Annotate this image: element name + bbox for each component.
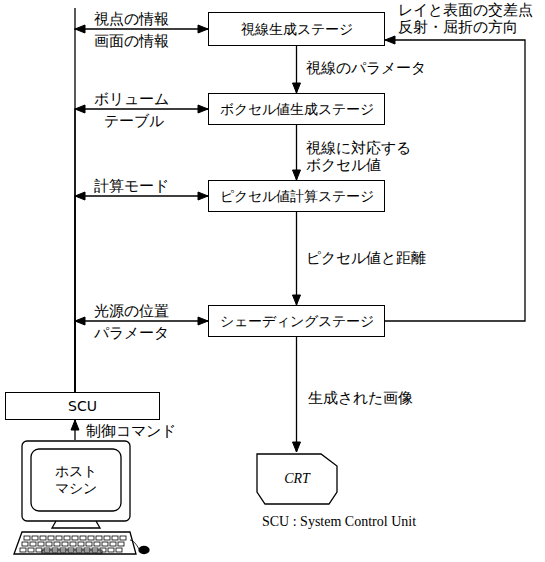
edge-label: 視点の情報 <box>94 11 169 28</box>
arrow-head <box>385 36 395 44</box>
arrow-head <box>75 25 85 33</box>
connector-arrow <box>293 125 301 180</box>
connector-arrow <box>71 420 79 440</box>
screen-area: ホスト マシン <box>31 449 121 511</box>
arrow-head <box>293 83 301 93</box>
control-unit-box: SCU <box>5 392 160 420</box>
edge-label: ピクセル値と距離 <box>306 250 426 267</box>
arrow-head <box>71 420 79 430</box>
connector-line <box>75 196 208 392</box>
connector-arrow <box>293 212 301 305</box>
edge-label: 生成された画像 <box>308 390 413 407</box>
arrow-head <box>198 25 208 33</box>
connector-arrow <box>293 337 301 452</box>
bus-line <box>74 8 75 30</box>
connector-line <box>75 321 208 392</box>
crt-display: CRT <box>255 452 339 506</box>
stage-label: シェーディングステージ <box>220 313 374 330</box>
edge-label: ボリューム <box>94 91 169 108</box>
edge-label: 計算モード <box>94 178 169 195</box>
connector-line <box>296 337 297 452</box>
stage-box: シェーディングステージ <box>208 305 385 337</box>
connector-arrow <box>75 105 208 392</box>
edge-label: レイと表面の交差点 反射・屈折の方向 <box>398 2 538 37</box>
arrow-head <box>293 442 301 452</box>
stage-label: SCU <box>68 398 97 415</box>
connector-arrow <box>75 192 208 392</box>
connector-line <box>75 109 208 392</box>
host-machine: ホスト マシン <box>12 440 152 558</box>
stage-label: 視線生成ステージ <box>241 21 353 38</box>
arrow-head <box>198 105 208 113</box>
arrow-head <box>198 192 208 200</box>
edge-label: 制御コマンド <box>86 423 176 440</box>
node-label: CRT <box>284 471 310 488</box>
arrow-head <box>198 317 208 325</box>
connector-arrow <box>385 36 525 321</box>
connector-line <box>75 29 208 392</box>
edge-label: 視線に対応する ボクセル値 <box>306 140 418 175</box>
stage-box: ピクセル値計算ステージ <box>208 180 385 212</box>
connector-line <box>385 40 525 321</box>
arrow-head <box>293 170 301 180</box>
stage-box: ボクセル値生成ステージ <box>208 93 385 125</box>
edge-label: 光源の位置 <box>94 303 169 320</box>
signal-label: パラメータ <box>94 325 169 342</box>
connector-line <box>296 212 297 305</box>
arrow-head <box>75 105 85 113</box>
stage-box: 視線生成ステージ <box>208 12 385 46</box>
connector-arrow <box>75 25 208 392</box>
edge-label: 視線のパラメータ <box>306 60 426 77</box>
node-label: ホスト マシン <box>46 463 106 497</box>
arrow-head <box>293 295 301 305</box>
connector-arrow <box>293 46 301 93</box>
arrow-head <box>75 192 85 200</box>
signal-label: 画面の情報 <box>94 33 169 50</box>
connector-arrow <box>75 317 208 392</box>
abbreviation-note: SCU : System Control Unit <box>262 514 416 530</box>
stage-label: ボクセル値生成ステージ <box>220 101 374 118</box>
stage-label: ピクセル値計算ステージ <box>220 188 374 205</box>
monitor-outline <box>12 440 152 558</box>
arrow-head <box>75 317 85 325</box>
signal-label: テーブル <box>104 113 164 130</box>
